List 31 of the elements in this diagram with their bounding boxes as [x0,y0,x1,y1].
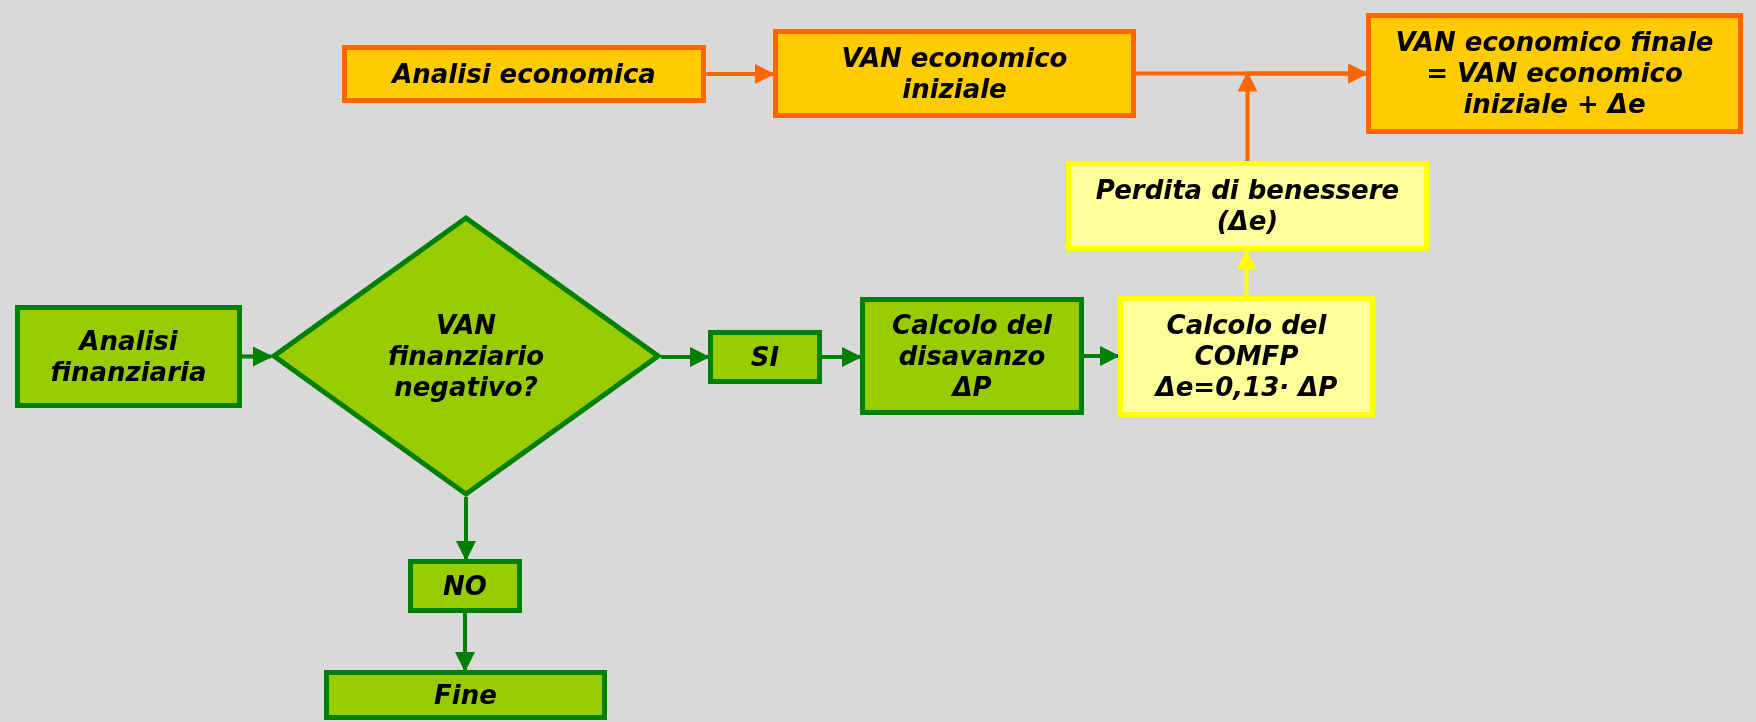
process-box [15,305,242,408]
arrow [455,613,475,672]
node-text: Analisi economica [392,58,656,90]
node-text: Calcolo del disavanzo ΔP [891,309,1053,403]
node-text: VAN finanziario negativo? [386,309,546,403]
node-text: VAN economico iniziale [840,42,1069,105]
node-text: Perdita di benessere (Δe) [1094,175,1401,237]
arrow [822,347,862,367]
arrow [456,497,476,561]
node-text: Analisi finanziaria [49,325,208,388]
node-text: Fine [434,679,497,711]
process-box [708,330,822,384]
process-box [408,559,522,613]
arrow [706,64,775,84]
node-text: Calcolo del COMFP Δe=0,13· ΔP [1153,310,1339,403]
node-text: SI [750,341,780,373]
arrow [1238,64,1366,161]
process-box [1366,13,1743,134]
process-box [324,670,607,720]
process-box [342,45,706,103]
process-box [773,29,1136,118]
node-text: VAN economico finale = VAN economico iniziale + Δe [1394,27,1715,120]
node-text: NO [443,570,487,602]
decision-diamond [271,215,661,497]
arrow [661,347,710,367]
arrow [242,346,273,367]
arrow [1084,346,1120,366]
arrow [1236,249,1257,296]
process-box [1066,161,1429,251]
process-box [1118,296,1375,417]
process-box [860,297,1084,415]
